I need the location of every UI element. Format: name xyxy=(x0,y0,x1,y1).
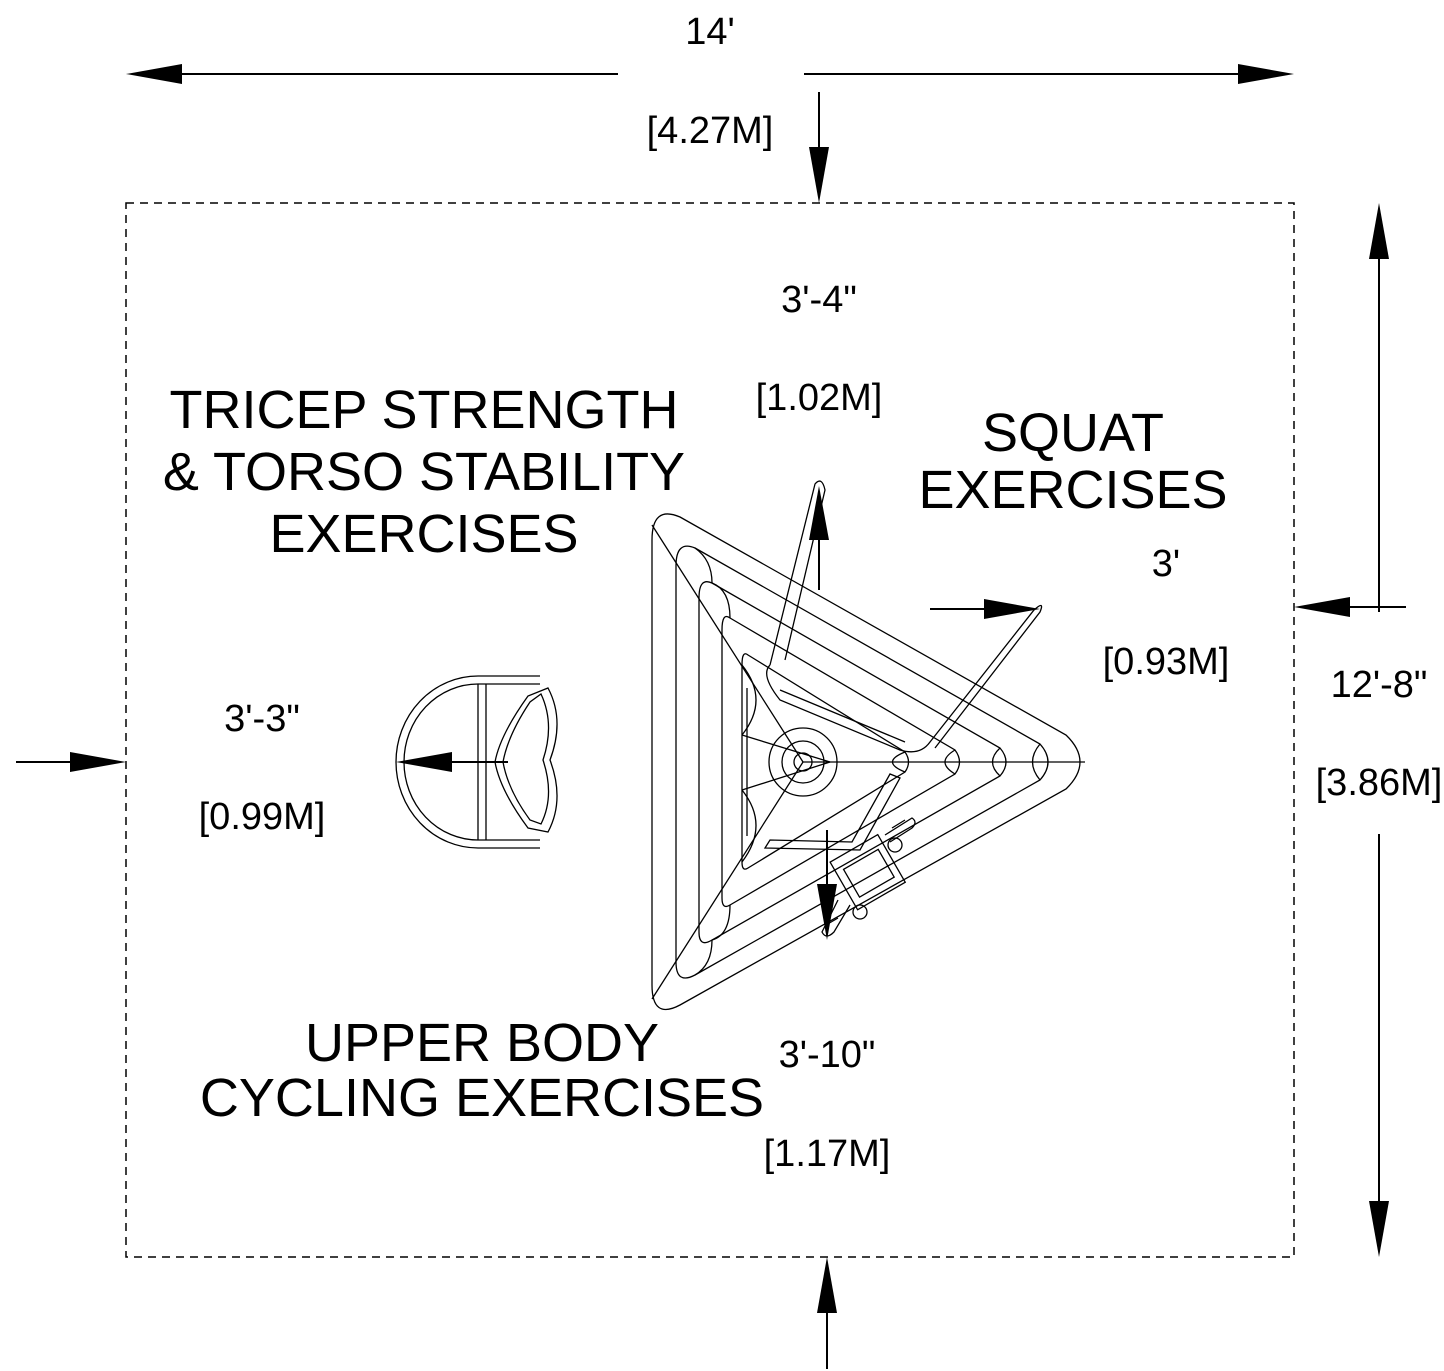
squat-handle-bar xyxy=(766,480,1043,753)
overall-width-imperial: 14' xyxy=(685,11,735,53)
upper-body-cycler xyxy=(763,773,916,937)
overall-depth-metric: [3.86M] xyxy=(1316,762,1443,804)
overall-depth-imperial: 12'-8" xyxy=(1331,664,1428,706)
right-clearance-metric: [0.93M] xyxy=(1103,641,1230,683)
bottom-clearance-metric: [1.17M] xyxy=(764,1133,891,1175)
right-clearance-imperial: 3' xyxy=(1152,543,1180,585)
tricep-zone-line-2: & TORSO STABILITY xyxy=(163,442,685,502)
tricep-dip-station xyxy=(395,675,558,849)
squat-zone-line-1: SQUAT xyxy=(982,403,1164,463)
squat-zone-line-2: EXERCISES xyxy=(918,460,1227,520)
left-clearance-arrows xyxy=(16,752,508,772)
bottom-clearance-arrows xyxy=(817,830,837,1369)
tricep-zone-line-1: TRICEP STRENGTH xyxy=(169,380,678,440)
footprint-boundary xyxy=(125,202,1295,1258)
tricep-zone-line-3: EXERCISES xyxy=(269,504,578,564)
overall-width-dimension xyxy=(126,64,1294,84)
top-clearance-imperial: 3'-4" xyxy=(781,279,857,321)
triangle-equipment-base xyxy=(651,513,1085,1011)
left-clearance-metric: [0.99M] xyxy=(199,796,326,838)
cycling-zone-line-2: CYCLING EXERCISES xyxy=(200,1068,764,1128)
top-clearance-arrow xyxy=(809,92,829,203)
cycling-zone-line-1: UPPER BODY xyxy=(305,1013,659,1073)
top-clearance-metric: [1.02M] xyxy=(756,377,883,419)
bottom-clearance-imperial: 3'-10" xyxy=(779,1034,876,1076)
right-clearance-arrows xyxy=(930,597,1406,619)
overall-width-metric: [4.27M] xyxy=(647,110,774,152)
left-clearance-imperial: 3'-3" xyxy=(224,698,300,740)
squat-bar-clearance-arrow xyxy=(809,486,829,590)
overall-depth-dimension xyxy=(1369,203,1389,1257)
